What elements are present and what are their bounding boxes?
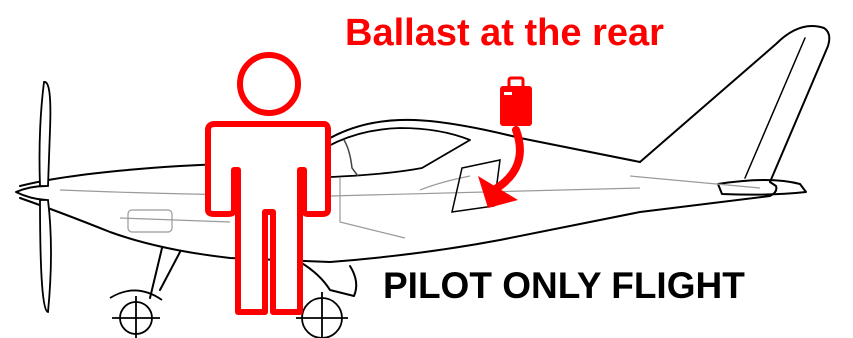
ballast-label: Ballast at the rear	[345, 14, 664, 52]
rudder-line	[745, 38, 805, 178]
person-icon	[208, 55, 328, 312]
horizontal-stabilizer	[718, 180, 806, 195]
wheels	[110, 290, 348, 338]
seat-outline	[344, 140, 358, 176]
suitcase-icon	[500, 78, 532, 126]
aircraft-outline	[16, 26, 829, 298]
pilot-only-label: PILOT ONLY FLIGHT	[383, 267, 745, 304]
tail-fin	[640, 26, 829, 182]
aircraft-details	[60, 176, 760, 238]
main-gear-fairing	[300, 262, 356, 296]
propeller	[40, 82, 52, 312]
nose-gear-brace	[160, 252, 180, 290]
